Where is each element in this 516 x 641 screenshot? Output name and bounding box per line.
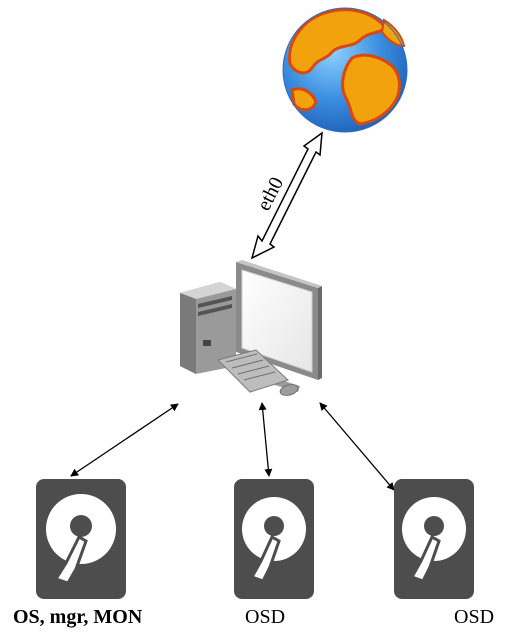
disk-label-osd-1: OSD: [245, 606, 286, 628]
globe-icon: [282, 7, 408, 133]
disk-links: [70, 402, 395, 491]
hard-disk-icon: [234, 479, 314, 599]
hard-disk-icon: [394, 479, 474, 599]
disk-label-os-mgr-mon: OS, mgr, MON: [13, 606, 143, 628]
eth0-link-arrow: [250, 131, 323, 260]
hard-disk-icon: [36, 479, 126, 599]
link-computer-disk-3: [319, 402, 395, 491]
link-computer-disk-1: [70, 403, 179, 477]
desktop-computer-icon: [180, 260, 322, 396]
link-computer-disk-2: [258, 402, 273, 477]
disk-label-osd-2: OSD: [454, 606, 495, 628]
